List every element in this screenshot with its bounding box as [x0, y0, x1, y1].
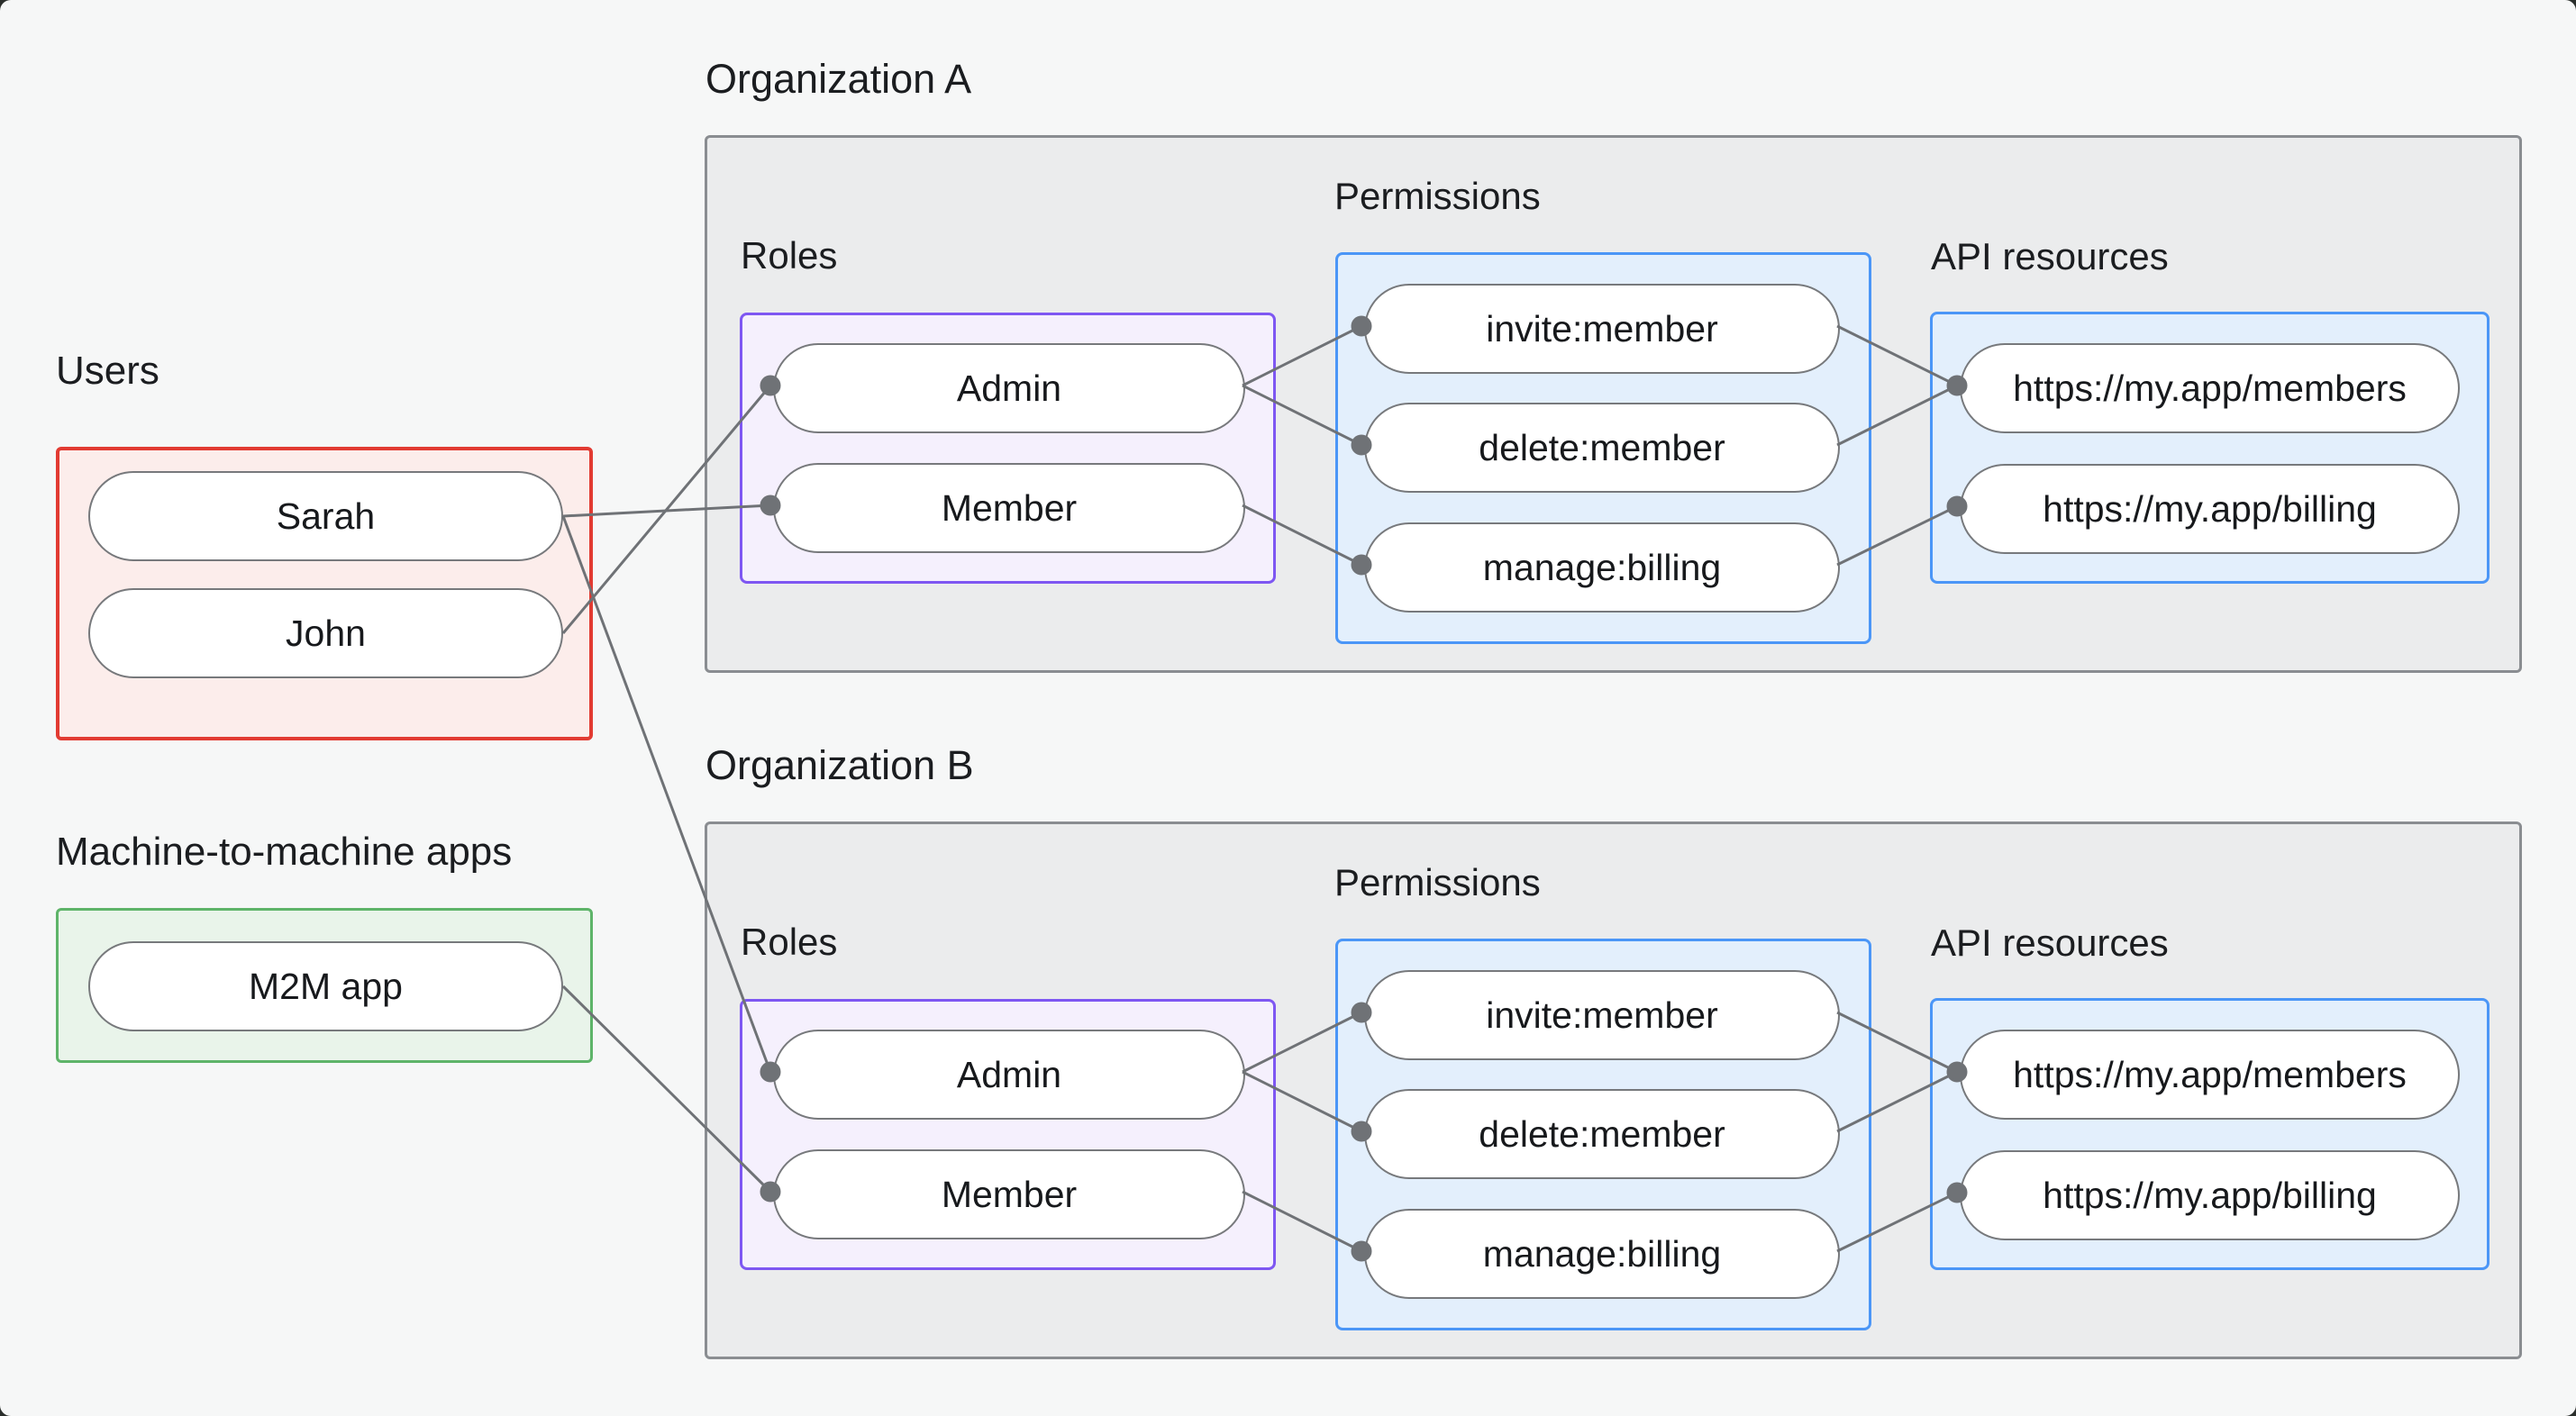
connection-line	[1242, 1070, 1362, 1133]
org-b-api-resources-box: https://my.app/members https://my.app/bi…	[1930, 998, 2490, 1270]
connection-line	[1836, 1070, 1958, 1133]
m2m-group-box: M2M app	[56, 908, 593, 1063]
connection-dot	[1351, 1002, 1372, 1023]
role-node-member: Member	[773, 1149, 1245, 1239]
org-a-box: Roles Admin Member Permissions invite:me…	[705, 135, 2522, 673]
user-node-sarah: Sarah	[88, 471, 563, 561]
api-node-members: https://my.app/members	[1960, 1030, 2460, 1120]
org-b-box: Roles Admin Member Permissions invite:me…	[705, 821, 2522, 1359]
connection-line	[1242, 1011, 1362, 1074]
role-node-admin: Admin	[773, 343, 1245, 433]
users-group-label: Users	[56, 349, 159, 393]
org-b-roles-box: Admin Member	[740, 999, 1276, 1270]
permission-node-delete-member: delete:member	[1364, 1089, 1840, 1179]
connection-line	[1836, 1011, 1958, 1074]
org-a-roles-box: Admin Member	[740, 313, 1276, 584]
connection-dot	[1946, 495, 1968, 517]
connection-line	[1836, 384, 1958, 447]
api-node-billing: https://my.app/billing	[1960, 464, 2460, 554]
org-b-permissions-label: Permissions	[1334, 861, 1541, 903]
connection-dot	[760, 1061, 781, 1083]
permission-node-invite-member: invite:member	[1364, 284, 1840, 374]
connection-dot	[1351, 434, 1372, 456]
org-a-permissions-label: Permissions	[1334, 175, 1541, 217]
connection-dot	[1946, 1061, 1968, 1083]
permission-node-manage-billing: manage:billing	[1364, 522, 1840, 613]
connection-line	[1242, 384, 1362, 447]
users-group-box: Sarah John	[56, 447, 593, 740]
org-a-permissions-box: invite:member delete:member manage:billi…	[1335, 252, 1871, 644]
connection-line	[1836, 504, 1958, 567]
connection-dot	[1351, 1121, 1372, 1142]
connection-dot	[760, 375, 781, 396]
connection-dot	[1351, 554, 1372, 576]
connection-dot	[760, 1181, 781, 1203]
connection-line	[561, 985, 772, 1194]
role-node-member: Member	[773, 463, 1245, 553]
permission-node-manage-billing: manage:billing	[1364, 1209, 1840, 1299]
connection-dot	[1946, 375, 1968, 396]
permission-node-invite-member: invite:member	[1364, 970, 1840, 1060]
connection-line	[1242, 324, 1362, 387]
connection-line	[561, 515, 772, 1073]
connection-line	[1242, 504, 1362, 567]
connection-line	[1836, 324, 1958, 387]
org-a-api-resources-label: API resources	[1931, 235, 2169, 277]
org-a-roles-label: Roles	[741, 234, 838, 277]
connection-line	[561, 385, 772, 634]
connection-line	[1836, 1191, 1958, 1253]
api-node-billing: https://my.app/billing	[1960, 1150, 2460, 1240]
connection-dot	[1351, 315, 1372, 337]
org-b-permissions-box: invite:member delete:member manage:billi…	[1335, 939, 1871, 1330]
m2m-group-label: Machine-to-machine apps	[56, 830, 513, 874]
connection-dot	[1946, 1182, 1968, 1203]
connection-dot	[760, 495, 781, 516]
org-b-label: Organization B	[705, 742, 974, 788]
role-node-admin: Admin	[773, 1030, 1245, 1120]
org-a-label: Organization A	[705, 56, 972, 102]
m2m-app-node: M2M app	[88, 941, 563, 1031]
connection-dot	[1351, 1240, 1372, 1262]
org-b-roles-label: Roles	[741, 921, 838, 963]
permission-node-delete-member: delete:member	[1364, 403, 1840, 493]
api-node-members: https://my.app/members	[1960, 343, 2460, 433]
org-b-api-resources-label: API resources	[1931, 921, 2169, 964]
org-a-api-resources-box: https://my.app/members https://my.app/bi…	[1930, 312, 2490, 584]
connection-line	[1242, 1190, 1362, 1253]
user-node-john: John	[88, 588, 563, 678]
